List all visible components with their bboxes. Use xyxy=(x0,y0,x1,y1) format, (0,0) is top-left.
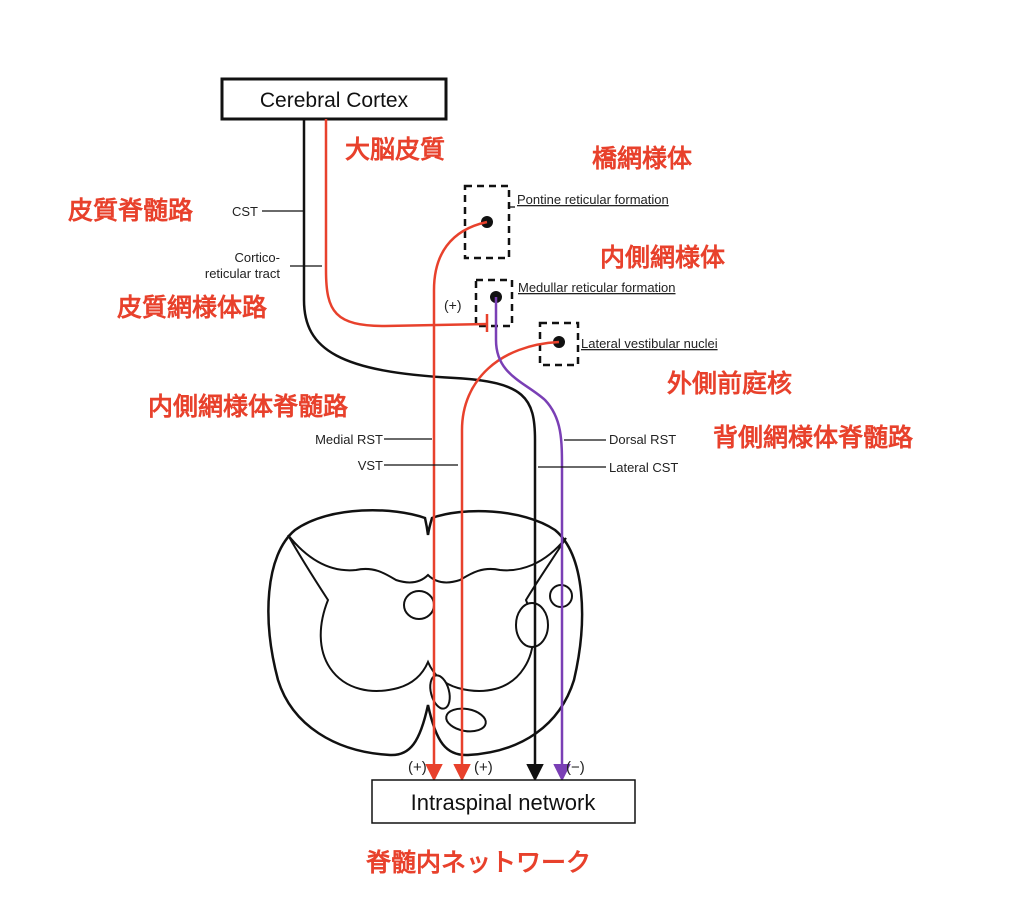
corticoreticular-label-line2: reticular tract xyxy=(205,266,281,281)
medullar-box xyxy=(474,278,514,328)
dorsal-rst-pathway xyxy=(494,297,571,782)
dorsal-rst-label: Dorsal RST xyxy=(609,432,676,447)
medial-rst-label: Medial RST xyxy=(315,432,383,447)
vst-label: VST xyxy=(358,458,383,473)
intraspinal-network-box xyxy=(371,779,636,824)
pontine-label: Pontine reticular formation xyxy=(517,192,669,207)
jp-network-label: 脊髄内ネットワーク xyxy=(365,848,591,877)
medial-rst-pathway xyxy=(425,220,488,782)
lateral-nucleus-right xyxy=(515,602,549,648)
corticoreticular-label-line1: Cortico- xyxy=(234,250,280,265)
pontine-box xyxy=(463,184,511,260)
jp-lateral-vestibular-label: 外側前庭核 xyxy=(667,369,792,398)
jp-cortex-label: 大脳皮質 xyxy=(345,135,445,164)
cerebral-cortex-label: Cerebral Cortex xyxy=(260,89,409,112)
lateral-vestibular-label: Lateral vestibular nuclei xyxy=(581,336,718,351)
gray-matter-outline xyxy=(287,534,567,692)
spinal-cord-outline xyxy=(267,508,584,757)
intraspinal-network-label: Intraspinal network xyxy=(411,790,597,815)
cst-label: CST xyxy=(232,204,258,219)
lateral-cst-label: Lateral CST xyxy=(609,460,678,475)
plus-sign-vst: (+) xyxy=(474,759,493,776)
vst-pathway xyxy=(453,340,560,782)
medullar-label: Medullar reticular formation xyxy=(518,280,676,295)
cerebral-cortex-box xyxy=(220,77,448,121)
jp-medial-rst-label: 内側網様体脊髄路 xyxy=(148,392,349,421)
medullar-plus-sign: (+) xyxy=(444,297,462,313)
minus-sign-dorsal-rst: (−) xyxy=(566,759,585,776)
jp-cst-label: 皮質脊髄路 xyxy=(68,196,194,225)
plus-sign-medial-rst: (+) xyxy=(408,759,427,776)
corticoreticular-pathway xyxy=(324,119,489,328)
jp-medullar-label: 内側網様体 xyxy=(600,243,726,272)
central-canal-left xyxy=(403,590,435,620)
jp-corticoreticular-label: 皮質網様体路 xyxy=(117,293,268,322)
ventral-nucleus-b xyxy=(445,707,487,733)
jp-dorsal-rst-label: 背側網様体脊髄路 xyxy=(713,423,914,452)
jp-pontine-label: 橋網様体 xyxy=(592,144,693,173)
lateral-cst-pathway xyxy=(302,119,544,782)
